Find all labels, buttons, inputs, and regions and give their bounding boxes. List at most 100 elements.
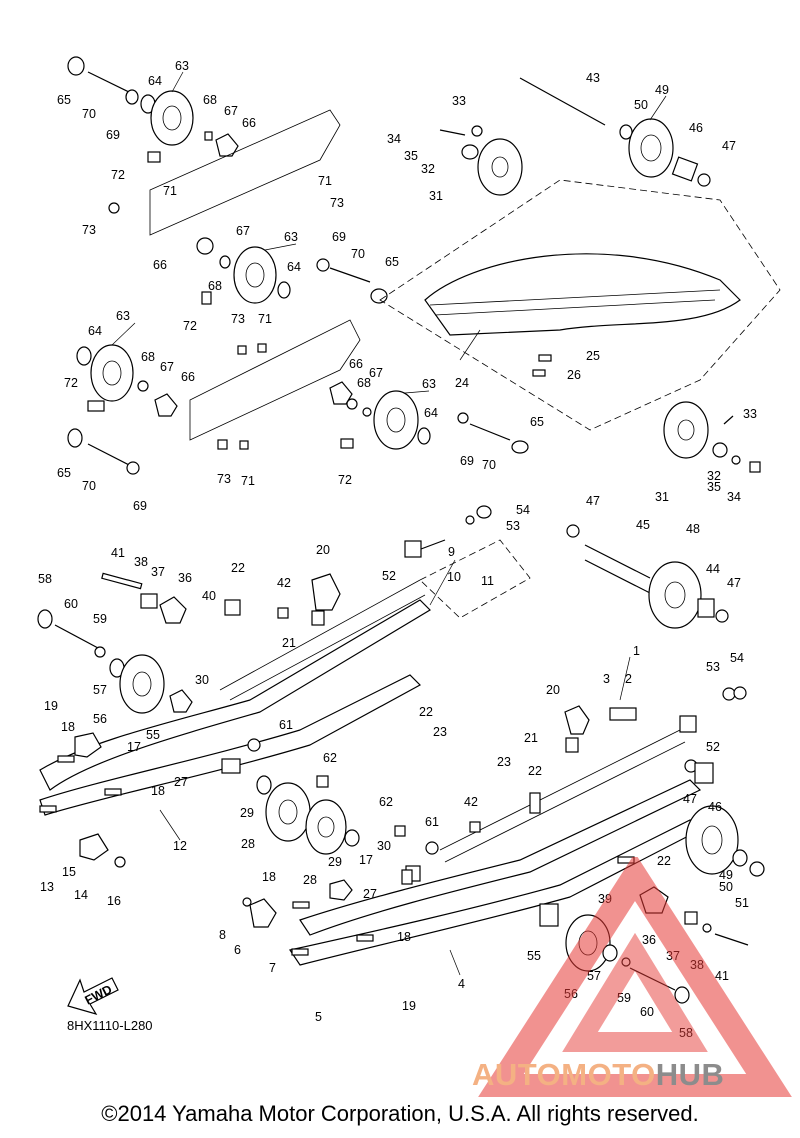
callout-67b: 67 [236,224,250,238]
callout-60b: 60 [640,1005,654,1019]
callout-56b: 56 [564,987,578,1001]
callout-67c: 67 [160,360,174,374]
callout-43: 43 [586,71,600,85]
callout-64c: 64 [88,324,102,338]
callout-71d: 71 [241,474,255,488]
callout-71a: 71 [163,184,177,198]
callout-69d: 69 [460,454,474,468]
left-slide-rail [37,572,431,901]
callout-66d: 66 [349,357,363,371]
callout-57a: 57 [93,683,107,697]
callout-64b: 64 [287,260,301,274]
callout-61b: 61 [425,815,439,829]
callout-23b: 23 [497,755,511,769]
callout-41b: 41 [715,969,729,983]
callout-72a: 72 [111,168,125,182]
callout-24: 24 [455,376,469,390]
callout-9: 9 [448,545,455,559]
callout-63d: 63 [422,377,436,391]
callout-72b: 72 [183,319,197,333]
watermark-text-part1: AUTOMOTO [472,1057,656,1092]
callout-27b: 27 [363,887,377,901]
callout-46a: 46 [689,121,703,135]
callout-66b: 66 [153,258,167,272]
track-assembly [379,77,781,473]
watermark-text-part2: HUB [655,1057,725,1092]
callout-54b: 54 [730,651,744,665]
fwd-label: FWD [83,982,115,1007]
callout-35b: 35 [707,480,721,494]
callout-70d: 70 [482,458,496,472]
callout-37b: 37 [666,949,680,963]
callout-73d: 73 [217,472,231,486]
callout-47d: 47 [683,792,697,806]
callout-55a: 55 [146,728,160,742]
callout-68b: 68 [208,279,222,293]
callout-20a: 20 [316,543,330,557]
callout-39: 39 [598,892,612,906]
callout-18a: 18 [61,720,75,734]
callout-71b: 71 [318,174,332,188]
fwd-arrow-icon: FWD [67,977,119,1015]
callout-67d: 67 [369,366,383,380]
callout-73c: 73 [231,312,245,326]
callout-36b: 36 [642,933,656,947]
callout-32b: 32 [707,469,721,483]
callout-14: 14 [74,888,88,902]
callout-72c: 72 [64,376,78,390]
callout-16: 16 [107,894,121,908]
callout-28b: 28 [303,873,317,887]
callout-38b: 38 [690,958,704,972]
callout-58a: 58 [38,572,52,586]
callout-46b: 46 [708,800,722,814]
callout-34a: 34 [387,132,401,146]
callout-38a: 38 [134,555,148,569]
callout-25: 25 [586,349,600,363]
callout-57b: 57 [587,969,601,983]
callout-32a: 32 [421,162,435,176]
callout-50b: 50 [719,880,733,894]
callout-20b: 20 [546,683,560,697]
callout-19a: 19 [44,699,58,713]
callout-55b: 55 [527,949,541,963]
callout-10: 10 [447,570,461,584]
callout-21b: 21 [524,731,538,745]
callout-60a: 60 [64,597,78,611]
callout-70a: 70 [82,107,96,121]
callout-4: 4 [458,977,465,991]
callout-31a: 31 [429,189,443,203]
callout-33b: 33 [743,407,757,421]
callout-41a: 41 [111,546,125,560]
callout-64d: 64 [424,406,438,420]
callout-62b: 62 [379,795,393,809]
callout-73a: 73 [82,223,96,237]
callout-47c: 47 [727,576,741,590]
callout-35a: 35 [404,149,418,163]
callout-73b: 73 [330,196,344,210]
callout-27a: 27 [174,775,188,789]
callout-59a: 59 [93,612,107,626]
callout-31b: 31 [655,490,669,504]
callout-34b: 34 [727,490,741,504]
callout-5: 5 [315,1010,322,1024]
callout-65a: 65 [57,93,71,107]
callout-62a: 62 [323,751,337,765]
callout-28a: 28 [241,837,255,851]
callout-63b: 63 [284,230,298,244]
callout-44: 44 [706,562,720,576]
callout-12: 12 [173,839,187,853]
middle-shafts [404,505,729,629]
callout-53b: 53 [706,660,720,674]
callout-50a: 50 [634,98,648,112]
callout-18d: 18 [397,930,411,944]
callout-42a: 42 [277,576,291,590]
callout-23a: 23 [433,725,447,739]
callout-13: 13 [40,880,54,894]
callout-22d: 22 [657,854,671,868]
upper-left-wheels [67,56,529,475]
leader-lines [111,71,667,976]
callout-63c: 63 [116,309,130,323]
callout-18c: 18 [262,870,276,884]
callout-30b: 30 [377,839,391,853]
